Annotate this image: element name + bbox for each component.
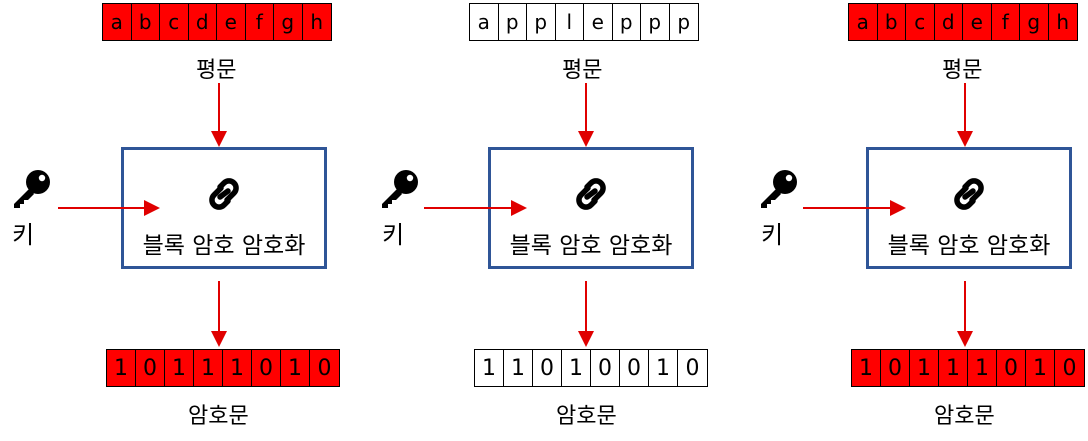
plaintext-cell: e: [963, 4, 992, 40]
panel-3: a b c d e f g h 평문 키 블록 암호 암호화 1: [745, 0, 1085, 441]
ciphertext-cells: 1 0 1 1 1 0 1 0: [106, 349, 340, 387]
ciphertext-cell: 0: [678, 350, 707, 386]
key-icon: [378, 168, 420, 214]
ciphertext-cell: 0: [533, 350, 562, 386]
ciphertext-cell: 1: [504, 350, 533, 386]
plaintext-cell: e: [217, 4, 246, 40]
ciphertext-cell: 1: [107, 350, 136, 386]
plaintext-cell: f: [245, 4, 274, 40]
ciphertext-cell: 1: [475, 350, 504, 386]
plaintext-cell: p: [498, 4, 527, 40]
plaintext-cell: p: [641, 4, 670, 40]
ciphertext-cell: 0: [1055, 350, 1084, 386]
plaintext-cell: h: [302, 4, 331, 40]
plaintext-label: 평문: [196, 58, 237, 83]
ciphertext-cell: 1: [939, 350, 968, 386]
ciphertext-label: 암호문: [188, 404, 249, 429]
link-icon: [570, 174, 612, 218]
ciphertext-cell: 1: [194, 350, 223, 386]
plaintext-cell: b: [877, 4, 906, 40]
ciphertext-cell: 1: [852, 350, 881, 386]
ciphertext-cell: 1: [649, 350, 678, 386]
key-icon: [10, 168, 52, 214]
ciphertext-cell: 1: [1026, 350, 1055, 386]
plaintext-cell: l: [555, 4, 584, 40]
plaintext-cell: c: [906, 4, 935, 40]
block-cipher-label: 블록 암호 암호화: [509, 233, 673, 259]
ciphertext-cell: 0: [881, 350, 910, 386]
panel-1: a b c d e f g h 평문 키 블록 암호 암호화 1: [0, 0, 340, 441]
key-label: 키: [12, 221, 35, 249]
key-label: 키: [382, 221, 405, 249]
link-icon: [203, 174, 245, 218]
ciphertext-cell: 1: [223, 350, 252, 386]
ciphertext-cells: 1 0 1 1 1 0 1 0: [851, 349, 1085, 387]
ciphertext-cell: 0: [252, 350, 281, 386]
plaintext-cell: a: [849, 4, 878, 40]
arrows: [58, 83, 227, 347]
ciphertext-cells: 1 1 0 1 0 0 1 0: [474, 349, 708, 387]
plaintext-cell: p: [527, 4, 556, 40]
plaintext-cell: p: [612, 4, 641, 40]
ciphertext-cell: 1: [910, 350, 939, 386]
ciphertext-cell: 0: [310, 350, 339, 386]
ciphertext-cell: 0: [620, 350, 649, 386]
key-icon: [757, 168, 799, 214]
ciphertext-cell: 1: [562, 350, 591, 386]
plaintext-cell: g: [1020, 4, 1049, 40]
plaintext-cell: d: [188, 4, 217, 40]
arrows: [424, 83, 594, 347]
key-label: 키: [761, 221, 784, 249]
plaintext-cell: a: [470, 4, 499, 40]
ciphertext-cell: 1: [968, 350, 997, 386]
ciphertext-cell: 1: [281, 350, 310, 386]
link-icon: [948, 174, 990, 218]
ciphertext-label: 암호문: [556, 404, 617, 429]
plaintext-cell: d: [934, 4, 963, 40]
plaintext-cells: a p p l e p p p: [469, 3, 699, 41]
plaintext-cell: h: [1048, 4, 1077, 40]
plaintext-cell: g: [274, 4, 303, 40]
block-cipher-label: 블록 암호 암호화: [887, 233, 1051, 259]
ciphertext-cell: 0: [136, 350, 165, 386]
plaintext-cell: c: [160, 4, 189, 40]
ciphertext-cell: 0: [591, 350, 620, 386]
ciphertext-label: 암호문: [934, 404, 995, 429]
plaintext-label: 평문: [942, 58, 983, 83]
ciphertext-cell: 0: [997, 350, 1026, 386]
panel-2: a p p l e p p p 평문 키 블록 암호 암호화 1: [368, 0, 708, 441]
plaintext-cell: a: [103, 4, 132, 40]
plaintext-cell: e: [584, 4, 613, 40]
arrows: [803, 83, 973, 347]
plaintext-label: 평문: [562, 58, 603, 83]
plaintext-cell: f: [991, 4, 1020, 40]
plaintext-cell: p: [669, 4, 698, 40]
block-cipher-label: 블록 암호 암호화: [142, 233, 306, 259]
ciphertext-cell: 1: [165, 350, 194, 386]
plaintext-cells: a b c d e f g h: [848, 3, 1078, 41]
block-cipher-box: 블록 암호 암호화: [866, 147, 1072, 269]
plaintext-cells: a b c d e f g h: [102, 3, 332, 41]
plaintext-cell: b: [131, 4, 160, 40]
